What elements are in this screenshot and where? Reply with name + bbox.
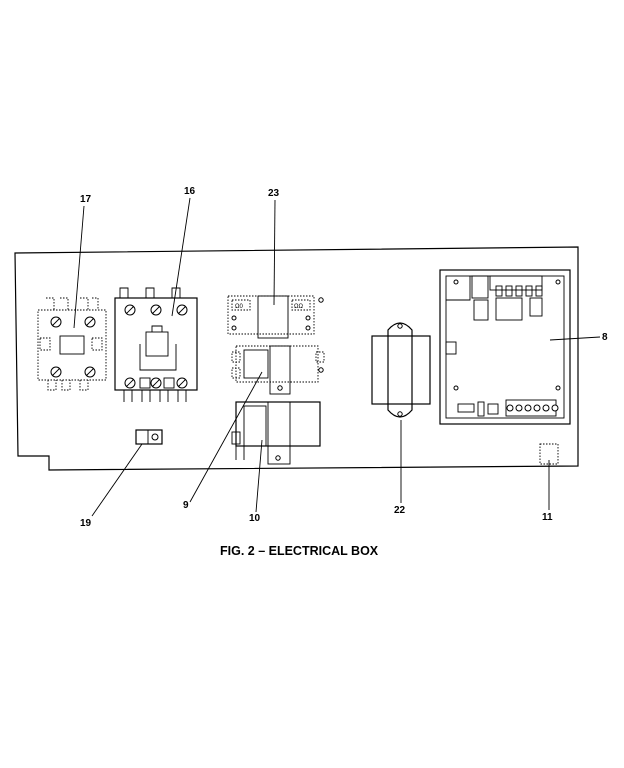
leader-17	[73, 205, 85, 329]
callout-11: 11	[542, 512, 553, 523]
callout-16: 16	[184, 186, 196, 197]
control-board-8	[439, 269, 571, 425]
leader-16	[171, 197, 191, 317]
callout-22: 22	[394, 505, 406, 516]
callout-8: 8	[602, 332, 608, 343]
transformer-10	[231, 401, 321, 465]
svg-text:Ω0: Ω0	[235, 304, 243, 310]
leader-19	[91, 443, 143, 517]
terminal-19	[135, 429, 163, 445]
component-11	[539, 443, 559, 465]
svg-text:ΩΩ: ΩΩ	[294, 304, 303, 310]
leader-23	[273, 199, 276, 306]
electrical-box-panel	[14, 246, 579, 471]
callout-10: 10	[249, 513, 261, 524]
callout-9: 9	[183, 500, 189, 511]
contactor-17	[37, 297, 107, 391]
contactor-16	[114, 287, 198, 402]
leader-10	[255, 439, 263, 513]
relay-23: Ω0 ΩΩ	[227, 295, 324, 339]
callout-19: 19	[80, 518, 92, 529]
callout-17: 17	[80, 194, 92, 205]
transformer-22	[371, 322, 431, 418]
figure-caption: FIG. 2 – ELECTRICAL BOX	[220, 544, 379, 558]
leader-9	[189, 371, 263, 503]
callout-23: 23	[268, 188, 280, 199]
leader-8	[549, 336, 601, 341]
relay-9	[231, 345, 325, 395]
